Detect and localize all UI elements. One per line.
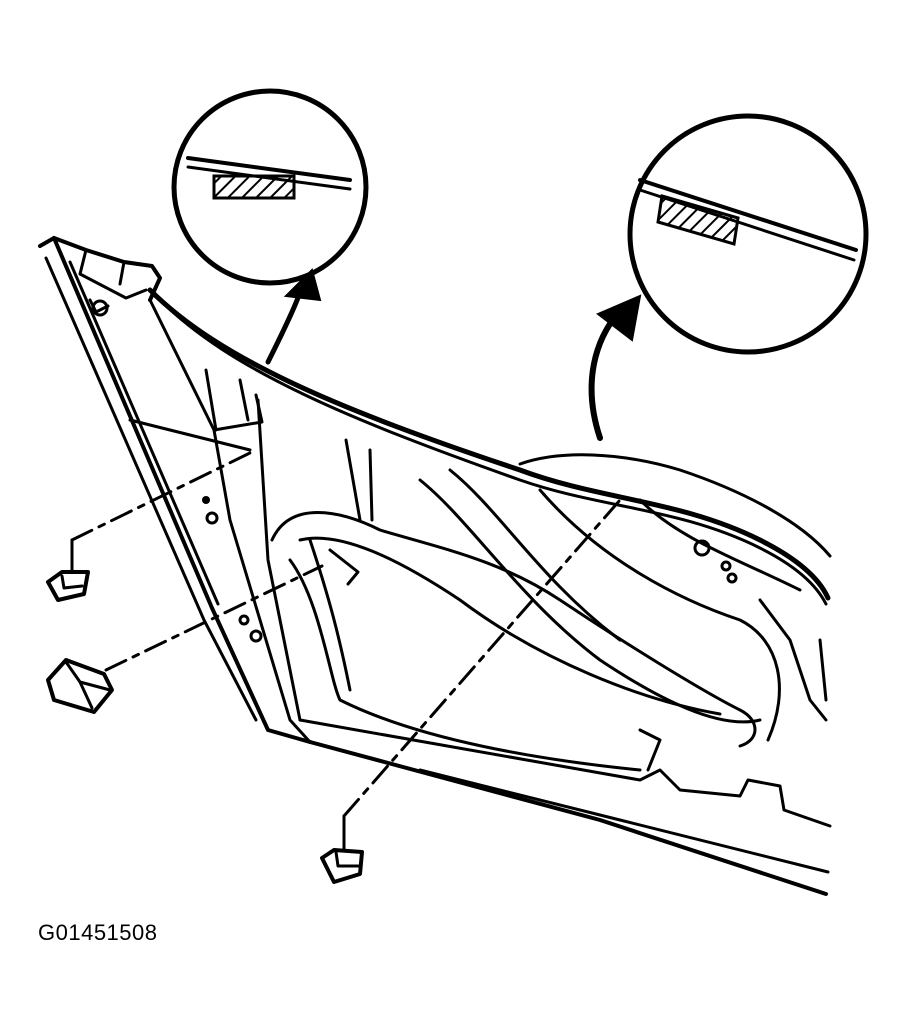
callout-arrow-right: [588, 294, 642, 441]
trunk-lid-panel: [38, 236, 832, 896]
detail-view-right: [627, 113, 869, 355]
detail-view-left: [171, 88, 369, 286]
bumper-pad-2: [46, 564, 324, 714]
bumper-pad-1: [46, 448, 258, 602]
bumper-pad-section-left: [212, 174, 296, 200]
figure-code: G01451508: [38, 920, 158, 945]
callout-arrow-left: [265, 268, 322, 365]
bumper-pad-3: [320, 498, 622, 884]
bumper-pad-section-right: [656, 194, 740, 246]
